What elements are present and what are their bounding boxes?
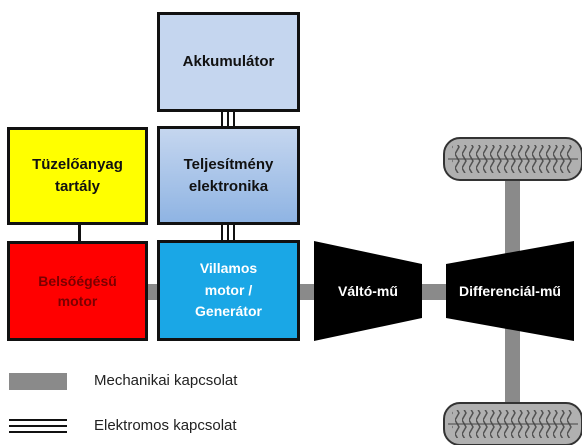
legend-mechanical-label: Mechanikai kapcsolat [94, 372, 238, 389]
ice-box: Belsőégésű motor [7, 241, 148, 341]
battery-box: Akkumulátor [157, 12, 300, 112]
motor-generator-box: Villamos motor / Generátor [157, 240, 300, 341]
power-electronics-label: Teljesítmény elektronika [183, 155, 274, 195]
differential-shape [446, 241, 574, 341]
motor-generator-label: Villamos motor / Generátor [195, 259, 262, 320]
legend-mechanical-swatch [9, 373, 67, 390]
mech-link-motor-gearbox [300, 284, 318, 300]
axle-lower [505, 328, 520, 406]
battery-label: Akkumulátor [182, 53, 275, 71]
ice-label: Belsőégésű motor [38, 272, 117, 309]
elec-link-pe-motor [221, 223, 235, 242]
legend-electrical-label: Elektromos kapcsolat [94, 417, 237, 434]
tire-lower [443, 402, 582, 445]
fuel-tank-label: Tüzelőanyag tartály [32, 156, 123, 195]
axle-upper [505, 178, 520, 260]
gearbox-label: Váltó-mű [338, 283, 398, 299]
gearbox-shape [314, 241, 422, 341]
tire-upper [443, 137, 582, 181]
elec-link-battery-pe [221, 111, 235, 128]
legend-electrical-swatch [9, 419, 67, 433]
fuel-tank-box: Tüzelőanyag tartály [7, 127, 148, 225]
power-electronics-box: Teljesítmény elektronika [157, 126, 300, 225]
mech-link-ice-motor [146, 284, 160, 300]
differential-label: Differenciál-mű [459, 283, 561, 299]
fuel-line [78, 223, 81, 242]
mech-link-gearbox-differential [422, 284, 446, 300]
